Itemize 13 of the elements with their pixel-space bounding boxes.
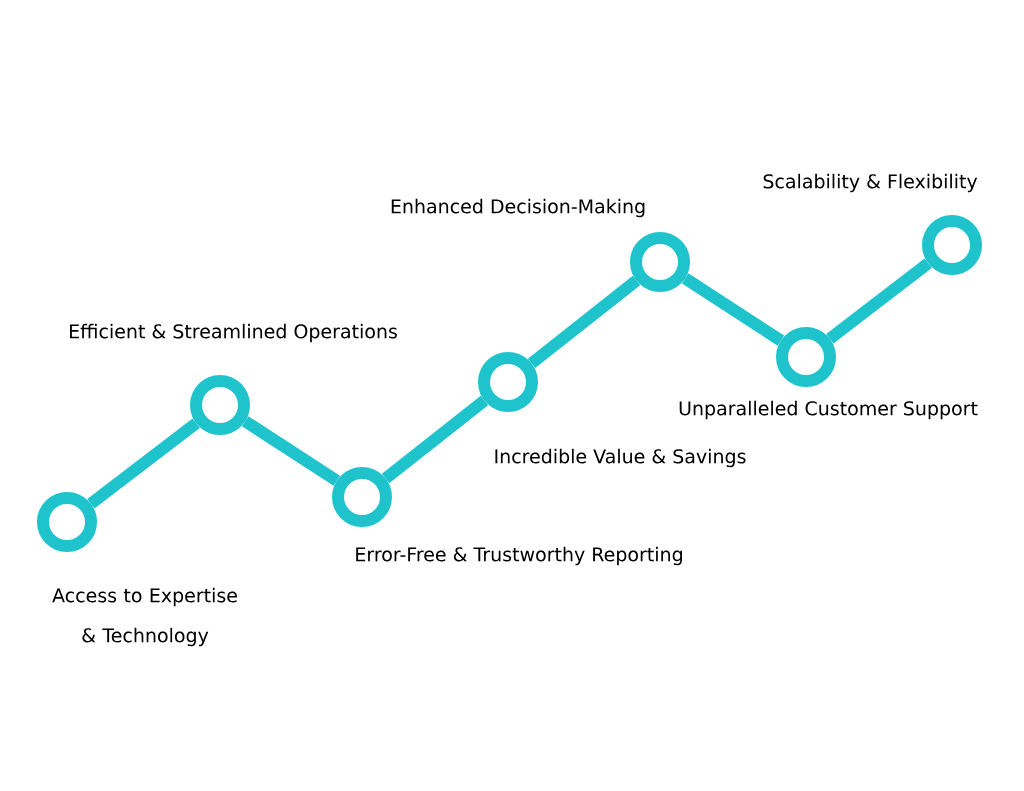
connector-line <box>381 395 489 484</box>
connector-line <box>527 275 641 369</box>
connector-line <box>681 273 785 346</box>
milestone-label: Unparalleled Customer Support <box>679 400 978 420</box>
milestone-label: Incredible Value & Savings <box>495 448 746 468</box>
milestone-label: Enhanced Decision-Making <box>391 198 645 218</box>
milestone-label: Error-Free & Trustworthy Reporting <box>356 546 682 566</box>
connector-line <box>87 418 200 509</box>
milestone-label: Access to Expertise & Technology <box>52 587 237 647</box>
milestone-label: Scalability & Flexibility <box>763 173 978 193</box>
connector-line <box>241 416 341 486</box>
connector-line <box>826 258 932 344</box>
milestone-label: Efficient & Streamlined Operations <box>70 323 397 343</box>
